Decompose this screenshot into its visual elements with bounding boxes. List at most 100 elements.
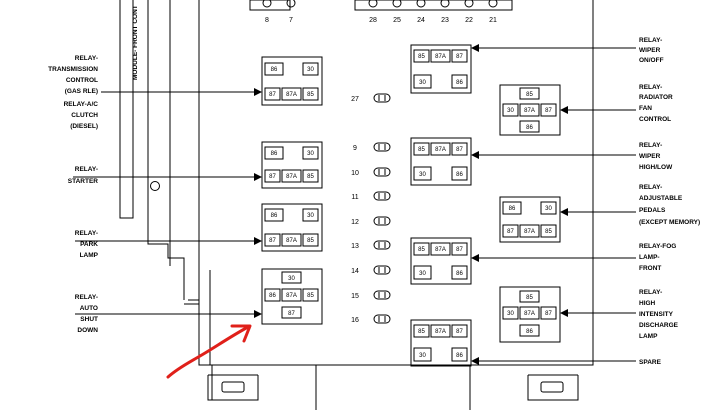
relay-pin: 86 [271,151,278,157]
label-line: ADJUSTABLE [639,195,683,202]
relay-pin: 87 [269,92,276,98]
relay-pin: 30 [419,271,426,277]
relay-pin: 86 [456,80,463,86]
relay-pin: 87A [524,229,535,235]
relay-auto-shut-down [261,268,323,325]
label-line: (GAS RLE) [65,88,98,95]
relay-pin: 30 [419,80,426,86]
relay-wiper-high-low [410,137,472,186]
relay-pin: 87 [545,108,552,114]
module-label: MODULE- FRONT CONT [132,5,139,80]
relay-pin: 86 [269,293,276,299]
label-line: ON/OFF [639,57,664,64]
relay-pin: 87A [435,329,446,335]
label-line: RELAY- [639,289,662,296]
relay-pin: 86 [526,329,533,335]
relay-pin: 85 [418,247,425,253]
label-line: SPARE [639,359,662,366]
relay-pin: 87A [524,108,535,114]
relay-pin: 86 [509,206,516,212]
label-line: DISCHARGE [639,322,679,329]
label-line: (DIESEL) [70,123,98,130]
fuse-number: 15 [351,293,359,300]
relay-pin: 85 [307,92,314,98]
label-park-lamp: RELAY- PARK LAMP [75,230,99,259]
label-line: SHUT [80,316,98,323]
label-line: FAN [639,105,652,112]
relay-pin: 30 [507,108,514,114]
label-wiper-on-off: RELAY- WIPER ON/OFF [639,37,664,64]
label-starter: RELAY- STARTER [68,166,99,185]
top-fuse-number: 23 [441,17,449,24]
relay-spare [410,319,472,367]
fuse-number: 11 [351,194,358,201]
relay-pin: 86 [456,353,463,359]
relay-pin: 30 [288,276,295,282]
relay-pin: 30 [507,311,514,317]
label-line: LAMP [80,252,99,259]
fuse-number: 9 [353,145,357,152]
relay-pin: 30 [419,353,426,359]
label-line: RELAY- [639,84,662,91]
top-fuse-number: 28 [369,17,377,24]
relay-pin: 30 [307,213,314,219]
relay-pin: 86 [456,271,463,277]
mini-fuse-column [373,93,391,324]
relay-pin: 30 [419,172,426,178]
relay-pin: 87A [286,238,297,244]
relay-pin: 86 [271,67,278,73]
relay-transmission [261,56,323,106]
label-line: CONTROL [639,116,671,123]
fuse-number: 12 [351,219,359,226]
relay-starter [261,141,323,189]
relay-adjustable-pedals [499,196,561,243]
relay-pin: 85 [307,174,314,180]
fuse-number: 10 [351,170,359,177]
label-line: RELAY- [639,184,662,191]
relay-pin: 87 [545,311,552,317]
label-line: RELAY-FOG [639,243,676,250]
top-fuse-number: 25 [393,17,401,24]
leader-lines [73,44,636,365]
relay-fog-lamp [410,237,472,285]
relay-pin: 87A [435,147,446,153]
label-line: RELAY- [639,37,662,44]
label-fog-lamp: RELAY-FOG LAMP- FRONT [639,243,676,272]
label-line: PEDALS [639,207,666,214]
label-line: RELAY- [75,230,98,237]
label-line: RELAY- [75,166,98,173]
relay-hid-lamp [499,286,561,343]
relay-pin: 85 [307,293,314,299]
relay-pin: 87A [286,92,297,98]
label-line: CLUTCH [71,112,98,119]
relay-pin: 85 [418,54,425,60]
relay-wiper-on-off [410,44,472,94]
label-auto-shut-down: RELAY- AUTO SHUT DOWN [75,294,99,334]
label-line: RELAY- [639,142,662,149]
label-line: (EXCEPT MEMORY) [639,219,700,226]
label-line: WIPER [639,153,661,160]
label-line: LAMP [639,333,658,340]
label-line: DOWN [77,327,98,334]
relay-pin: 30 [307,151,314,157]
relay-pin: 87A [435,54,446,60]
relay-pin: 85 [545,229,552,235]
fuse-number: 16 [351,317,359,324]
label-adjustable-pedals: RELAY- ADJUSTABLE PEDALS (EXCEPT MEMORY) [639,184,700,226]
label-radiator-fan: RELAY- RADIATOR FAN CONTROL [639,84,673,123]
label-line: TRANSMISSION [48,66,98,73]
label-line: PARK [80,241,98,248]
relay-park-lamp [261,203,323,252]
label-wiper-high-low: RELAY- WIPER HIGH/LOW [639,142,673,171]
relay-pin: 85 [418,329,425,335]
label-line: INTENSITY [639,311,674,318]
top-fuse-number: 22 [465,17,473,24]
label-line: RADIATOR [639,94,673,101]
relay-pin: 87 [456,329,463,335]
relay-pin: 87 [507,229,514,235]
relay-pin: 85 [418,147,425,153]
relay-pin: 86 [456,172,463,178]
relay-pin: 87A [286,174,297,180]
housing-outline [119,0,594,410]
top-fuse-number: 21 [489,17,497,24]
